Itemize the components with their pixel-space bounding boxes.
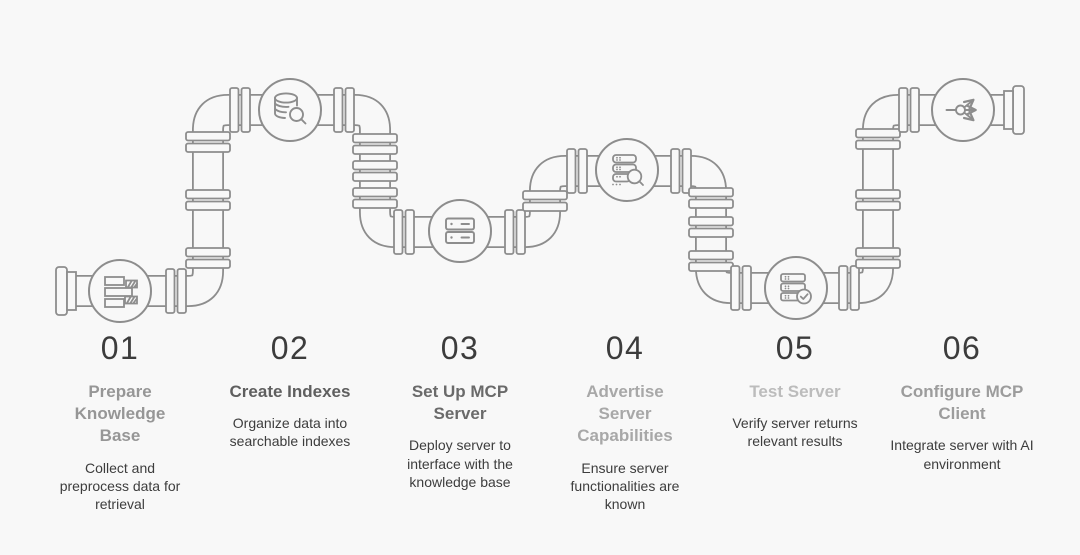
share-icon [945,98,977,122]
step-title: Set Up MCP Server [411,381,509,424]
step-description: Deploy server to interface with the know… [407,437,513,490]
step-column-1: 01 Prepare Knowledge Base Collect and pr… [40,330,200,513]
server-icon [445,217,475,244]
step-column-4: 04 Advertise Server Capabilities Ensure … [545,330,705,513]
step-description: Integrate server with AI environment [890,437,1034,472]
step-title: Advertise Server Capabilities [577,381,673,446]
step-title: Configure MCP Client [900,381,1024,424]
node-step-4 [595,138,659,202]
step-title: Prepare Knowledge Base [74,381,166,446]
node-step-3 [428,199,492,263]
server-search-icon [612,154,644,186]
pipe-run [70,94,1008,307]
node-step-6 [931,78,995,142]
database-search-icon [274,92,307,125]
node-step-1 [88,259,152,323]
step-number: 01 [100,330,140,366]
pipeline-diagram [55,78,1025,323]
step-column-5: 05 Test Server Verify server returns rel… [715,330,875,450]
step-number: 05 [775,330,815,366]
step-column-2: 02 Create Indexes Organize data into sea… [210,330,370,450]
server-check-icon [780,273,812,305]
step-number: 03 [440,330,480,366]
step-title: Test Server [749,381,841,401]
step-number: 06 [942,330,982,366]
node-step-2 [258,78,322,142]
data-rows-icon [104,276,138,308]
pipe-start-flange [55,266,77,316]
step-number: 04 [605,330,645,366]
step-description: Ensure server functionalities are known [570,459,680,513]
step-column-3: 03 Set Up MCP Server Deploy server to in… [380,330,540,491]
step-description: Organize data into searchable indexes [229,415,351,450]
pipe-end-flange [1003,85,1025,135]
step-column-6: 06 Configure MCP Client Integrate server… [882,330,1042,473]
step-description: Collect and preprocess data for retrieva… [59,459,181,513]
step-number: 02 [270,330,310,366]
node-step-5 [764,256,828,320]
step-description: Verify server returns relevant results [732,415,858,450]
step-title: Create Indexes [229,381,351,401]
